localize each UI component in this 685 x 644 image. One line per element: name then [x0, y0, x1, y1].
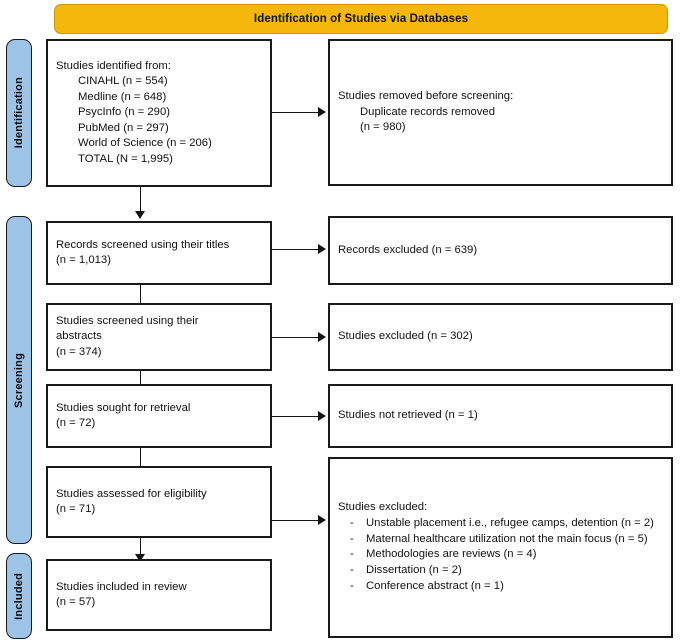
sought-retrieval-line-1: (n = 72)	[56, 417, 96, 429]
not-retrieved-line-0: Studies not retrieved (n = 1)	[338, 409, 478, 422]
excluded-reason-2: Methodologies are reviews (n = 4)	[338, 547, 663, 563]
box-studies-sought-retrieval: Studies sought for retrieval (n = 72)	[46, 384, 272, 448]
excluded-reason-1: Maternal healthcare utilization not the …	[338, 532, 663, 548]
connector-assessed-to-included	[140, 538, 141, 556]
diagram-header-banner: Identification of Studies via Databases	[54, 4, 668, 34]
identified-line-3: PsycInfo (n = 290)	[78, 106, 170, 119]
records-excluded-line-0: Records excluded (n = 639)	[338, 243, 478, 256]
connector-identified-to-removed	[272, 112, 318, 113]
screened-titles-line-1: (n = 1,013)	[56, 254, 111, 266]
box-records-excluded: Records excluded (n = 639)	[328, 216, 673, 285]
screened-abstracts-line-0: Studies screened using their	[56, 314, 199, 327]
arrowhead-identified-to-removed	[318, 107, 326, 117]
identified-line-4: PubMed (n = 297)	[78, 121, 169, 134]
screened-abstracts-line-2: (n = 374)	[56, 345, 102, 358]
box-studies-excluded-302: Studies excluded (n = 302)	[328, 303, 673, 371]
removed-heading-italic: before screening	[425, 90, 511, 103]
excluded-reasons-list: Unstable placement i.e., refugee camps, …	[338, 516, 663, 595]
box-studies-assessed-eligibility: Studies assessed for eligibility (n = 71…	[46, 466, 272, 538]
box-studies-included-review: Studies included in review (n = 57)	[46, 559, 272, 631]
sought-retrieval-line-0: Studies sought for retrieval	[56, 401, 191, 414]
arrowhead-abstracts-to-studies-excluded	[318, 332, 326, 342]
removed-heading-suffix: :	[510, 90, 514, 103]
connector-sought-to-not-retrieved	[272, 416, 318, 417]
box-studies-removed: Studies removed before screening: Duplic…	[328, 39, 673, 186]
excluded-reason-0: Unstable placement i.e., refugee camps, …	[338, 516, 663, 532]
identified-line-0: Studies identified from:	[56, 59, 171, 72]
arrowhead-identified-to-screened-titles	[135, 211, 145, 219]
excluded-reason-3: Dissertation (n = 2)	[338, 563, 663, 579]
stage-label-included: Included	[6, 553, 32, 639]
arrowhead-titles-to-records-excluded	[318, 244, 326, 254]
identified-line-5: World of Science (n = 206)	[78, 137, 212, 150]
excluded-detail-heading: Studies excluded:	[338, 501, 428, 514]
box-studies-screened-abstracts: Studies screened using their abstracts (…	[46, 303, 272, 371]
connector-sought-to-assessed	[140, 448, 141, 470]
removed-line-1: (n = 980)	[360, 121, 406, 134]
connector-abstracts-to-sought	[140, 371, 141, 388]
assessed-eligibility-line-0: Studies assessed for eligibility	[56, 487, 207, 500]
stage-label-identification-text: Identification	[13, 77, 25, 149]
included-review-line-1: (n = 57)	[56, 596, 96, 608]
connector-titles-to-records-excluded	[272, 249, 318, 250]
stage-label-screening: Screening	[6, 216, 32, 544]
assessed-eligibility-line-1: (n = 71)	[56, 503, 96, 515]
stage-label-included-text: Included	[13, 572, 25, 620]
identified-line-1: CINAHL (n = 554)	[78, 75, 168, 88]
studies-excluded-line-0: Studies excluded (n = 302)	[338, 330, 473, 343]
included-review-line-0: Studies included in review	[56, 580, 187, 593]
box-studies-not-retrieved: Studies not retrieved (n = 1)	[328, 384, 673, 448]
arrowhead-assessed-to-excluded-reasons	[318, 515, 326, 525]
connector-identified-to-screened-titles	[140, 187, 141, 213]
removed-line-0: Duplicate records removed	[360, 105, 495, 118]
connector-titles-to-abstracts	[140, 285, 141, 307]
stage-label-screening-text: Screening	[13, 352, 25, 408]
removed-heading-prefix: Studies removed	[338, 90, 426, 103]
identified-line-6: TOTAL (N = 1,995)	[78, 152, 173, 165]
excluded-reason-4: Conference abstract (n = 1)	[338, 579, 663, 595]
arrowhead-assessed-to-included	[135, 554, 145, 562]
box-studies-identified: Studies identified from: CINAHL (n = 554…	[46, 39, 272, 187]
stage-label-identification: Identification	[6, 39, 32, 187]
diagram-title: Identification of Studies via Databases	[253, 13, 469, 25]
screened-abstracts-line-1: abstracts	[56, 330, 102, 343]
identified-line-2: Medline (n = 648)	[78, 90, 167, 103]
removed-heading: Studies removed before screening:	[338, 89, 663, 105]
box-studies-excluded-reasons: Studies excluded: Unstable placement i.e…	[328, 457, 673, 638]
box-records-screened-titles: Records screened using their titles (n =…	[46, 221, 272, 285]
connector-abstracts-to-studies-excluded	[272, 337, 318, 338]
screened-titles-line-0: Records screened using their titles	[56, 238, 230, 251]
arrowhead-sought-to-not-retrieved	[318, 411, 326, 421]
connector-assessed-to-excluded-reasons	[272, 520, 318, 521]
